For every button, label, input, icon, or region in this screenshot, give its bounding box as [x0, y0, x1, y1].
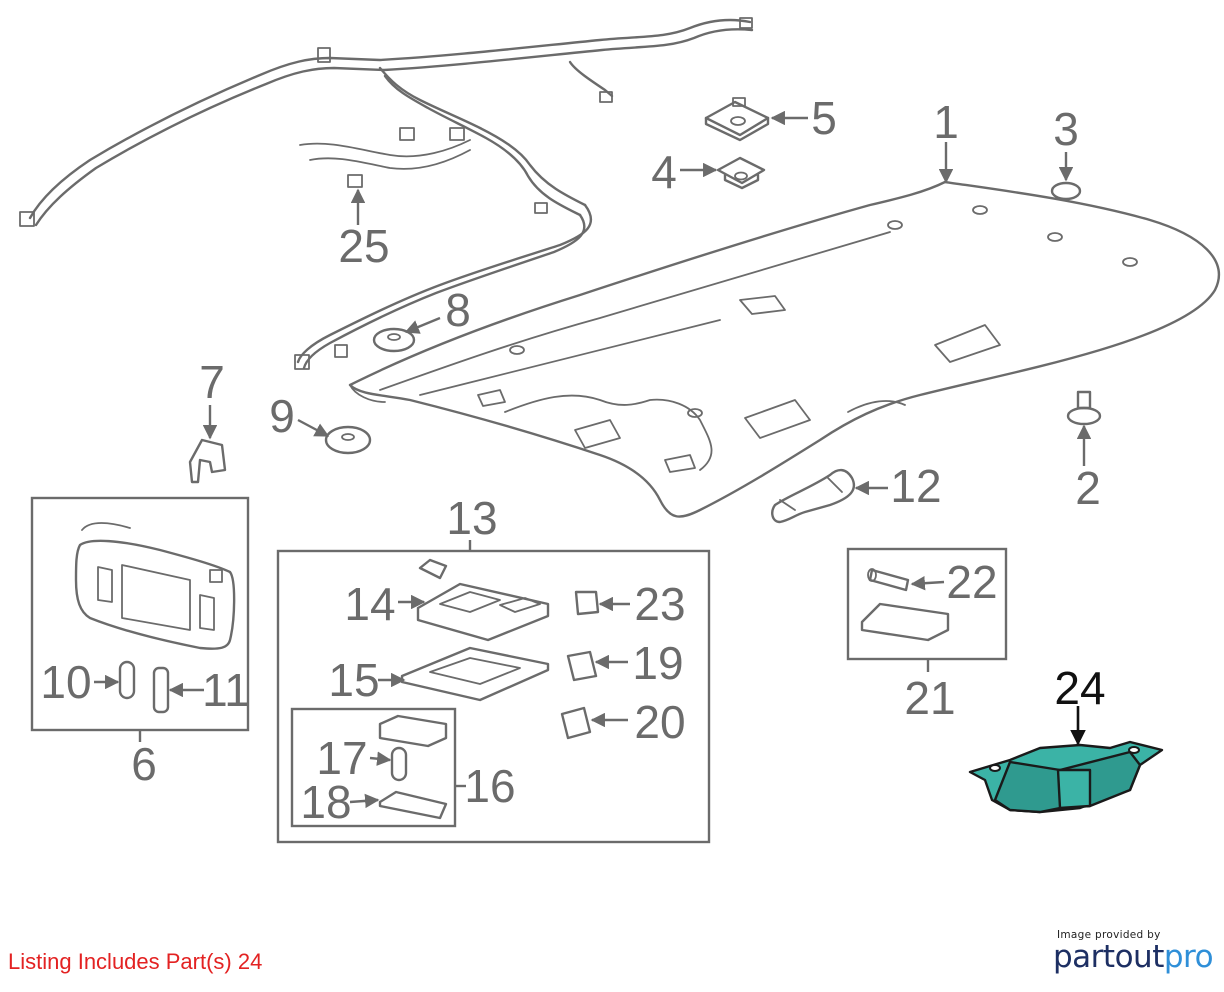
callout-1: 1 [933, 96, 959, 148]
part-25-wiring-harness [19, 17, 754, 370]
callout-13: 13 [446, 492, 497, 544]
callout-2: 2 [1075, 462, 1101, 514]
callout-6: 6 [131, 738, 157, 790]
group-6-sunvisor [30, 496, 250, 732]
callout-21: 21 [904, 672, 955, 724]
callout-4: 4 [651, 146, 677, 198]
part-4-clip [716, 156, 766, 190]
logo-part-pro: pro [1163, 939, 1214, 975]
callout-15: 15 [328, 654, 379, 706]
part-12-grab-handle [771, 468, 856, 524]
part-9-grommet [324, 425, 372, 455]
callout-8: 8 [445, 284, 471, 336]
callout-19: 19 [632, 637, 683, 689]
part-1-headliner [348, 180, 1221, 518]
callout-18: 18 [300, 776, 351, 828]
callout-9: 9 [269, 390, 295, 442]
part-7-clip [188, 438, 227, 484]
callout-7: 7 [199, 356, 225, 408]
image-credit-caption: Image provided by [1057, 929, 1161, 941]
leader-lines [94, 110, 1092, 809]
callout-22: 22 [946, 556, 997, 608]
part-2-screw [1066, 390, 1102, 426]
callout-5: 5 [811, 92, 837, 144]
partoutpro-logo: partoutpro [1053, 939, 1214, 975]
callout-25: 25 [338, 220, 389, 272]
group-16-reading-lamp [290, 707, 457, 828]
part-3-grommet [1050, 181, 1082, 201]
callout-10: 10 [40, 656, 91, 708]
logo-part-partout: partout [1053, 939, 1164, 975]
part-8-grommet [372, 327, 416, 353]
callout-23: 23 [634, 578, 685, 630]
callout-24: 24 [1054, 662, 1105, 714]
callout-20: 20 [634, 696, 685, 748]
callout-12: 12 [890, 460, 941, 512]
callout-17: 17 [316, 732, 367, 784]
callout-14: 14 [344, 578, 395, 630]
callout-16: 16 [464, 760, 515, 812]
listing-note: Listing Includes Part(s) 24 [8, 949, 263, 974]
callout-11: 11 [202, 664, 250, 716]
part-5-clip [704, 97, 770, 142]
callout-numbers: 1 3 5 4 2 25 8 9 7 12 13 14 23 15 19 20 … [40, 92, 1105, 828]
group-13-dome-light [276, 549, 711, 844]
callout-3: 3 [1053, 103, 1079, 155]
part-24-bracket-highlighted [968, 740, 1164, 814]
